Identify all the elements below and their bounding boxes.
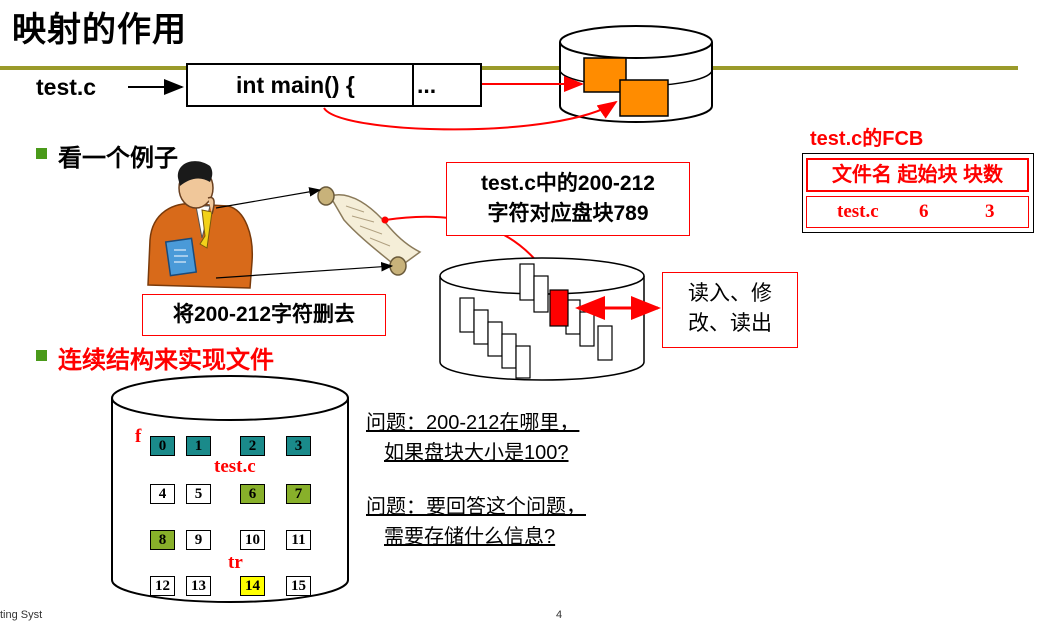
- fcb-table: [802, 153, 1034, 233]
- mapping-caption-line2: 字符对应盘块789: [487, 202, 649, 225]
- disk-block-9: 9: [186, 530, 211, 550]
- rw-caption-line2: 改、读出: [688, 312, 772, 335]
- fcb-row: test.c 6 3: [806, 196, 1029, 228]
- question-2-line1: 问题：要回答这个问题，: [366, 496, 586, 518]
- question-2-line2: 需要存储什么信息?: [384, 526, 556, 548]
- fcb-title: test.c的FCB: [810, 128, 924, 150]
- code-text: int main() {: [236, 72, 355, 98]
- rw-caption: 读入、修 改、读出: [662, 272, 798, 348]
- disk-block-5: 5: [186, 484, 211, 504]
- testc-label: test.c: [36, 74, 97, 100]
- mapping-caption: test.c中的200-212 字符对应盘块789: [446, 162, 690, 236]
- person-illustration: [147, 161, 254, 289]
- question-1-line2: 如果盘块大小是100?: [384, 442, 569, 464]
- disk-block-6: 6: [240, 484, 265, 504]
- question-1-line1: 问题：200-212在哪里，: [366, 412, 580, 434]
- fcb-filename: test.c: [837, 201, 879, 222]
- page-title: 映射的作用: [12, 11, 187, 49]
- disk-block-13: 13: [186, 576, 211, 596]
- delete-caption: 将200-212字符删去: [142, 294, 386, 336]
- disk-block-8: 8: [150, 530, 175, 550]
- disk-block-11: 11: [286, 530, 311, 550]
- code-box: [186, 63, 482, 107]
- bullet-square-icon: [36, 148, 47, 159]
- disk-block-2: 2: [240, 436, 265, 456]
- disk-block-12: 12: [150, 576, 175, 596]
- code-dots: ...: [417, 72, 437, 98]
- page-number: 4: [556, 609, 563, 621]
- bullet-square-icon: [36, 350, 47, 361]
- testc-block-label: test.c: [214, 456, 256, 477]
- bullet-example: 看一个例子: [58, 145, 178, 172]
- disk-block-7: 7: [286, 484, 311, 504]
- scroll-illustration: [317, 186, 422, 276]
- disk-block-3: 3: [286, 436, 311, 456]
- disk-block-0: 0: [150, 436, 175, 456]
- disk-block-14: 14: [240, 576, 265, 596]
- top-disk: [559, 25, 713, 123]
- disk-block-b: [619, 79, 669, 117]
- fcb-block-count: 3: [985, 201, 995, 222]
- f-pointer-label: f: [135, 426, 142, 447]
- rw-caption-line1: 读入、修: [688, 282, 772, 305]
- map-arrow-2: [323, 100, 618, 131]
- disk-block-1: 1: [186, 436, 211, 456]
- footer-text: ting Syst: [0, 609, 43, 621]
- fcb-header: 文件名 起始块 块数: [806, 158, 1029, 192]
- middle-disk: [439, 257, 645, 381]
- mapping-caption-line1: test.c中的200-212: [481, 172, 655, 195]
- disk-block-10: 10: [240, 530, 265, 550]
- disk-block-4: 4: [150, 484, 175, 504]
- title-rule: [0, 66, 1018, 70]
- fcb-start-block: 6: [919, 201, 929, 222]
- tr-label: tr: [228, 552, 243, 573]
- disk-block-a: [583, 57, 627, 93]
- disk-block-789: [549, 289, 569, 327]
- code-divider: [412, 63, 414, 107]
- disk-block-15: 15: [286, 576, 311, 596]
- bullet-contiguous: 连续结构来实现文件: [58, 347, 274, 374]
